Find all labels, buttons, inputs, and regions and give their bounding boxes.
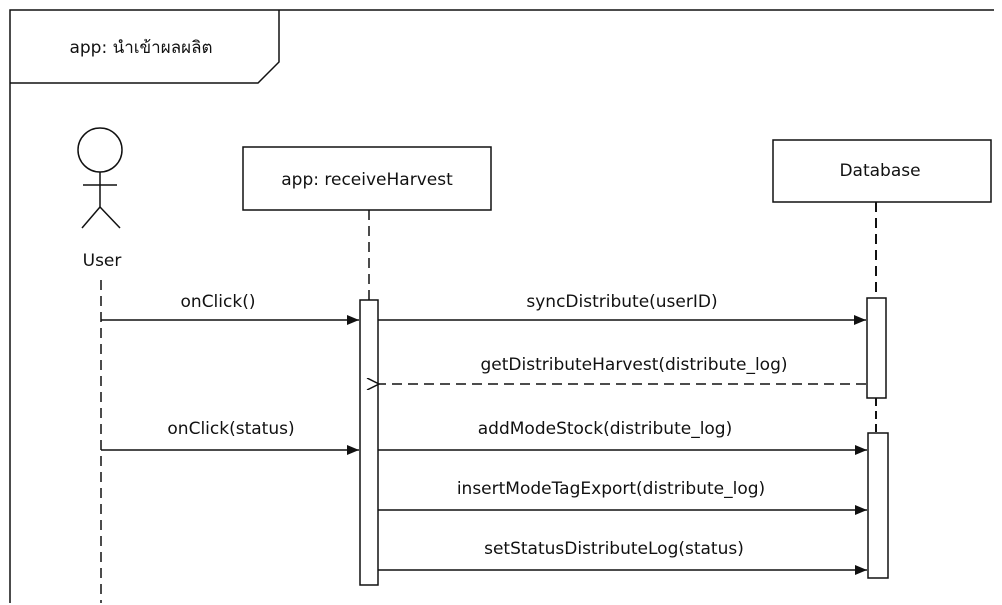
message-label: getDistributeHarvest(distribute_log) (480, 355, 787, 375)
message-m4: onClick(status) (101, 419, 359, 455)
message-label: onClick() (181, 292, 256, 312)
participant-app: app: receiveHarvest (242, 146, 492, 586)
participant-db: Database (772, 139, 992, 579)
activation-bar (867, 432, 889, 579)
message-label: setStatusDistributeLog(status) (484, 539, 744, 559)
message-m1: onClick() (101, 292, 359, 325)
activation-bar (359, 299, 379, 586)
message-label: onClick(status) (167, 419, 294, 439)
participant-user: User (77, 127, 123, 603)
diagram-frame: app: นำเข้าผลผลิต (9, 9, 994, 603)
message-m6: insertModeTagExport(distribute_log) (378, 479, 867, 515)
message-m2: syncDistribute(userID) (378, 292, 866, 325)
message-m5: addModeStock(distribute_log) (378, 419, 867, 455)
activation-bar (866, 297, 887, 399)
message-label: addModeStock(distribute_log) (478, 419, 733, 439)
message-label: syncDistribute(userID) (526, 292, 717, 312)
participant-label: Database (839, 161, 920, 181)
frame-title-tab (10, 10, 280, 84)
actor-icon (77, 127, 123, 229)
message-m7: setStatusDistributeLog(status) (378, 539, 867, 575)
participant-box (772, 139, 992, 203)
message-m3: getDistributeHarvest(distribute_log) (379, 355, 866, 384)
message-label: insertModeTagExport(distribute_log) (457, 479, 765, 499)
participant-box (242, 146, 492, 211)
frame-title: app: นำเข้าผลผลิต (69, 38, 212, 58)
participant-label: User (83, 251, 122, 271)
participant-label: app: receiveHarvest (281, 170, 453, 190)
